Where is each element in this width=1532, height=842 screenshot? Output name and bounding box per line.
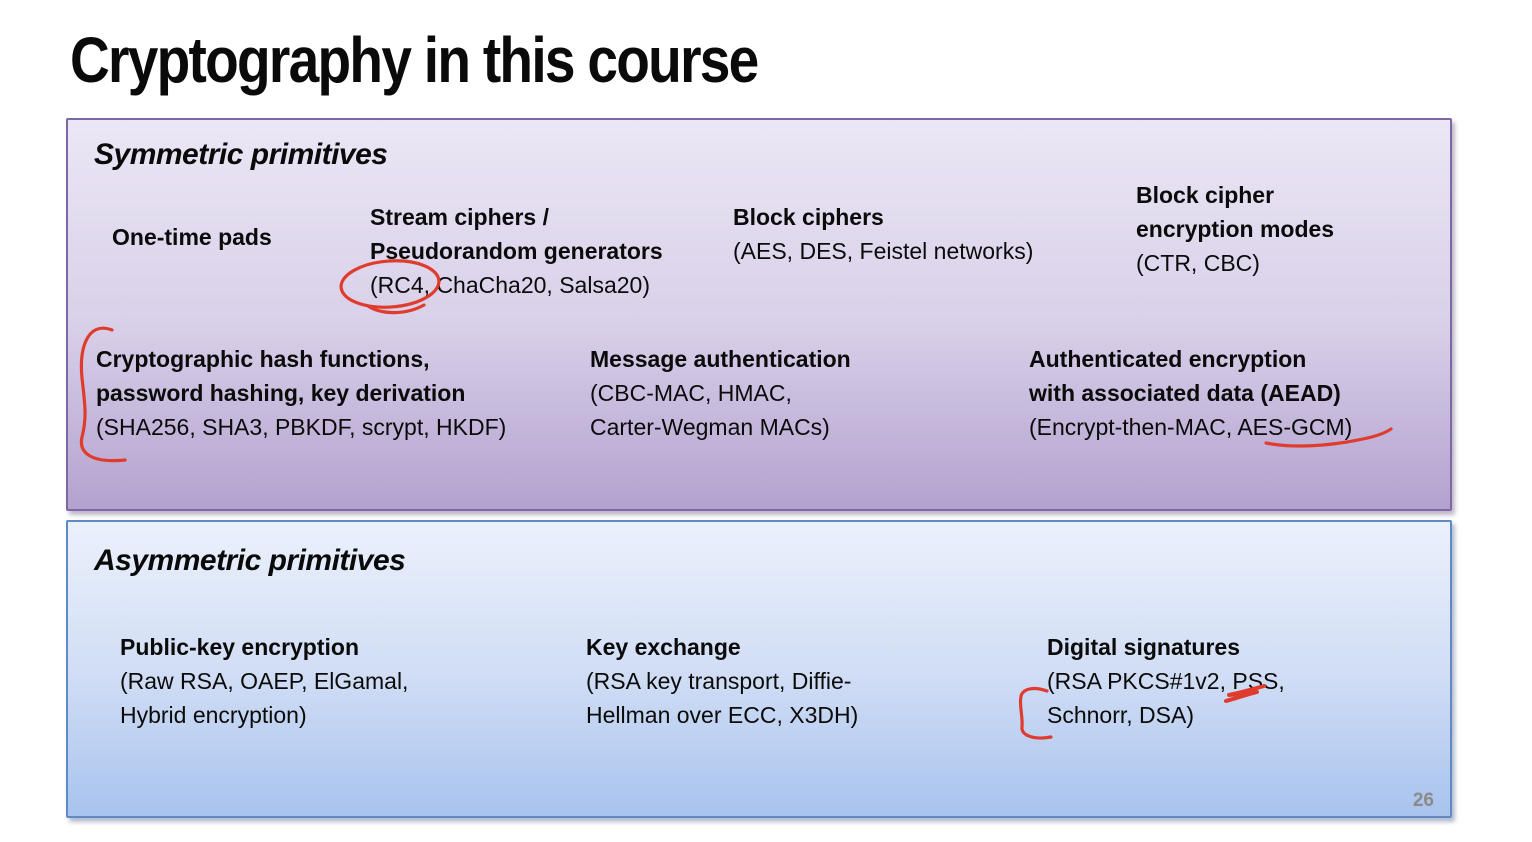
item-detail: Carter-Wegman MACs) [590, 414, 830, 440]
item-stream-ciphers: Stream ciphers / Pseudorandom generators… [370, 200, 663, 302]
item-title: One-time pads [112, 224, 272, 250]
item-title: with associated data (AEAD) [1029, 380, 1341, 406]
item-title: Key exchange [586, 634, 741, 660]
item-title: Cryptographic hash functions, [96, 346, 430, 372]
item-key-exchange: Key exchange (RSA key transport, Diffie-… [586, 630, 858, 732]
item-message-authentication: Message authentication (CBC-MAC, HMAC, C… [590, 342, 851, 444]
item-detail: Hellman over ECC, X3DH) [586, 702, 859, 728]
item-digital-signatures: Digital signatures (RSA PKCS#1v2, PSS, S… [1047, 630, 1285, 732]
item-title: Authenticated encryption [1029, 346, 1307, 372]
item-detail: Schnorr, DSA) [1047, 702, 1194, 728]
item-detail: (RSA key transport, Diffie- [586, 668, 852, 694]
item-title: encryption modes [1136, 216, 1335, 242]
slide-title: Cryptography in this course [70, 24, 759, 96]
item-detail: (RSA PKCS#1v2, PSS, [1047, 668, 1285, 694]
item-public-key-encryption: Public-key encryption (Raw RSA, OAEP, El… [120, 630, 408, 732]
item-title: Stream ciphers / [370, 204, 549, 230]
item-title: password hashing, key derivation [96, 380, 466, 406]
item-one-time-pads: One-time pads [112, 220, 272, 254]
item-detail: (Raw RSA, OAEP, ElGamal, [120, 668, 409, 694]
asymmetric-primitives-panel: Asymmetric primitives Public-key encrypt… [66, 520, 1452, 818]
item-detail: (CTR, CBC) [1136, 250, 1260, 276]
item-title: Digital signatures [1047, 634, 1240, 660]
item-detail: (Encrypt-then-MAC, AES-GCM) [1029, 414, 1353, 440]
page-number: 26 [1412, 790, 1434, 811]
item-detail: (RC4, ChaCha20, Salsa20) [370, 272, 650, 298]
item-block-cipher-modes: Block cipher encryption modes (CTR, CBC) [1136, 178, 1334, 280]
item-title: Pseudorandom generators [370, 238, 663, 264]
item-detail: (AES, DES, Feistel networks) [733, 238, 1034, 264]
item-detail: (CBC-MAC, HMAC, [590, 380, 792, 406]
asymmetric-heading: Asymmetric primitives [94, 544, 406, 577]
item-title: Message authentication [590, 346, 851, 372]
item-block-ciphers: Block ciphers (AES, DES, Feistel network… [733, 200, 1033, 268]
item-title: Public-key encryption [120, 634, 360, 660]
item-detail: Hybrid encryption) [120, 702, 307, 728]
item-title: Block cipher [1136, 182, 1275, 208]
item-aead: Authenticated encryption with associated… [1029, 342, 1352, 444]
item-detail: (SHA256, SHA3, PBKDF, scrypt, HKDF) [96, 414, 507, 440]
item-title: Block ciphers [733, 204, 884, 230]
symmetric-primitives-panel: Symmetric primitives One-time pads Strea… [66, 118, 1452, 511]
item-hash-functions: Cryptographic hash functions, password h… [96, 342, 506, 444]
symmetric-heading: Symmetric primitives [94, 138, 388, 171]
